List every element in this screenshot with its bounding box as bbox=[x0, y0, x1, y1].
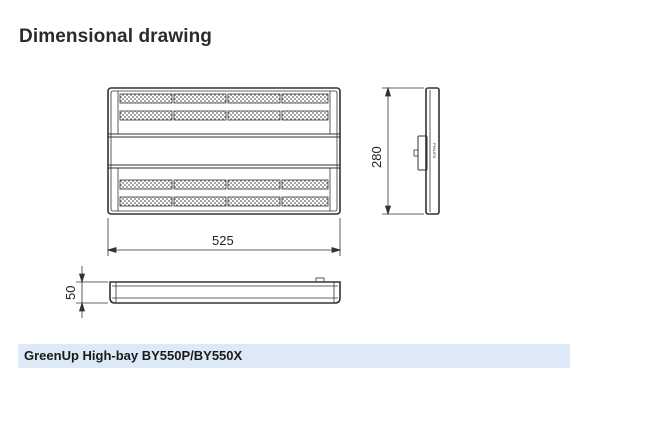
width-dimension bbox=[106, 218, 342, 256]
depth-dimension bbox=[382, 86, 424, 216]
width-label: 525 bbox=[212, 233, 234, 248]
product-caption: GreenUp High-bay BY550P/BY550X bbox=[24, 348, 243, 363]
front-view bbox=[109, 277, 341, 304]
dimensional-drawing: 525 PHILIPS 280 50 bbox=[63, 86, 440, 318]
caption-bar: GreenUp High-bay BY550P/BY550X bbox=[18, 344, 570, 368]
top-view bbox=[107, 87, 341, 215]
led-modules-upper bbox=[119, 93, 329, 121]
height-dimension bbox=[76, 266, 108, 318]
brand-mark: PHILIPS bbox=[432, 143, 437, 159]
depth-label: 280 bbox=[369, 146, 384, 168]
page-title: Dimensional drawing bbox=[19, 26, 212, 47]
led-modules-lower bbox=[119, 179, 329, 207]
height-label: 50 bbox=[63, 286, 78, 300]
side-view bbox=[413, 87, 440, 215]
